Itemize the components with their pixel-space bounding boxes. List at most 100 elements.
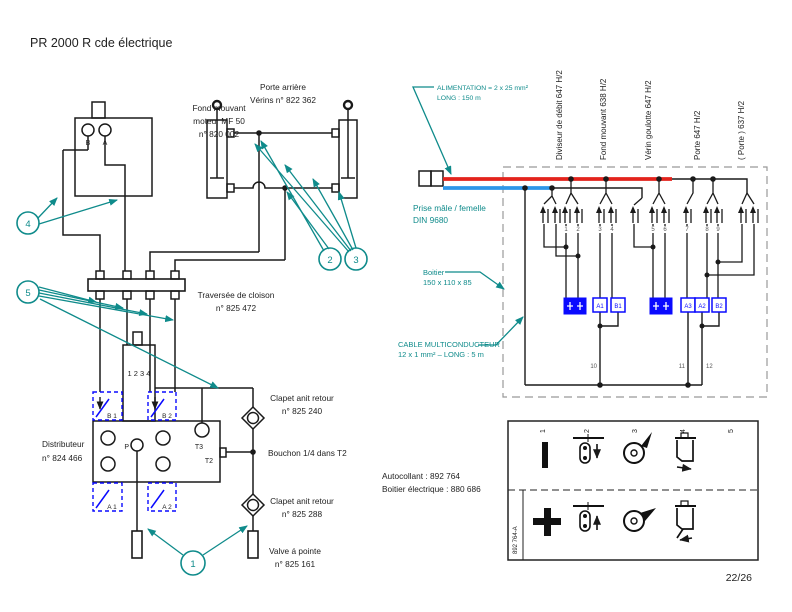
circuit-label-4: Porte 647 H/2 [693,110,702,160]
port-t3-label: T3 [195,444,203,451]
wheel-flag-down-icon [623,432,652,464]
coil-label-a1: A1 [596,304,604,310]
terminal-12: 12 [706,364,713,370]
legend-table: 1 2 3 4 5 892 764-A [507,420,759,561]
check2-label-1: Clapet anit retour [270,496,334,506]
conveyor-down-icon [573,434,604,464]
bulkhead-label-1: Traversée de cloison [198,290,275,300]
conveyor-up-icon [573,502,604,532]
electric-leaders [412,86,524,346]
supply-elbows [543,224,755,276]
circuit-label-5: ( Porte ) 637 H/2 [737,100,746,160]
terminal-4: 4 [610,227,614,233]
motor-port-b: B [86,140,91,147]
legend-headers: 1 2 3 4 5 [540,429,735,433]
door-label-1: Porte arrière [260,82,306,92]
callout-arrows [16,140,368,576]
wheel-flag-up-icon [623,508,656,532]
legend-col-1: 1 [540,429,547,433]
enclosure-box [502,166,768,398]
sticker-label: Autocollant : 892 764 [382,471,460,481]
terminal-numbers: 1 2 3 4 5 6 7 8 9 10 11 12 [564,227,720,370]
port-b1-label: B 1 [107,413,117,420]
terminal-9: 9 [716,227,720,233]
callout-2: 2 [327,255,332,266]
box-label-2: 150 x 110 x 85 [423,278,472,287]
coil-label-b2: B2 [715,304,723,310]
terminal-3: 3 [598,227,602,233]
supply-label-2: LONG : 150 m [437,95,481,102]
legend-col-5: 5 [728,429,735,433]
cross-icon [533,508,561,536]
motor-label-1: Fond mouvant [192,103,246,113]
bulkhead-symbol [87,270,186,392]
motor-label-2: moteur MF 50 [193,116,245,126]
contact-arrowheads [540,206,756,213]
port-b2-label: B 2 [162,413,172,420]
callout-4: 4 [25,219,30,230]
legend-row1-symbols [542,432,696,472]
terminal-6: 6 [663,227,667,233]
circuit-label-1: Diviseur de débit 647 H/2 [555,70,564,160]
needle-label-2: n° 825 161 [275,559,316,569]
ebox-label: Boitier électrique : 880 686 [382,484,481,494]
spool-numbers: 1 2 3 4 [128,369,151,378]
callout-1: 1 [190,559,195,570]
check1-label-1: Clapet anit retour [270,393,334,403]
door-cylinders [149,99,358,271]
port-t2-label: T2 [205,458,213,465]
supply-label-1: ALIMENTATION = 2 x 25 mm² [437,85,529,92]
bar-icon [542,442,548,468]
cable-label-1: CABLE MULTICONDUCTEUR [398,340,501,349]
hydraulic-labels: Fond mouvant moteur MF 50 n° 820 002 B A… [25,82,358,570]
legend-col-2: 2 [584,429,591,433]
contact-arrows [542,212,754,223]
electric-labels: ALIMENTATION = 2 x 25 mm² LONG : 150 m P… [382,85,529,494]
motor-label-3: n° 820 002 [199,129,240,139]
legend-col-3: 3 [632,429,639,433]
page-title: PR 2000 R cde électrique [30,36,172,50]
plug-label-1: Prise mâle / femelle [413,203,486,213]
pilot-boxes [92,391,177,512]
contact-bars [547,209,759,223]
coil-label-a3: A3 [684,304,692,310]
check2-label-2: n° 825 288 [282,509,323,519]
coil-drops [565,224,719,298]
electric-diagram: A1 B1 A3 A2 B2 1 2 3 4 5 6 7 8 9 10 11 1… [382,70,768,494]
port-a2-label: A 2 [162,504,172,511]
terminal-2: 2 [576,227,580,233]
check1-label-2: n° 825 240 [282,406,323,416]
legend-col-4: 4 [680,429,687,433]
legend-row2-symbols [533,500,696,543]
distributor-label-2: n° 824 466 [42,453,83,463]
coil-label-a2: A2 [698,304,706,310]
port-a1-label: A 1 [107,504,117,511]
hopper-return-icon [675,500,696,543]
motor-port-a: A [103,140,108,147]
legend-side-label: 892 764-A [513,526,519,554]
motor-hoses [62,136,126,271]
din-plug-symbol [418,170,444,187]
callout-5: 5 [25,288,30,299]
page-number: 22/26 [726,572,752,584]
door-label-2: Vérins n° 822 362 [250,95,316,105]
circuit-label-2: Fond mouvant 638 H/2 [599,78,608,160]
return-rail [524,188,720,386]
cable-label-2: 12 x 1 mm² – LONG : 5 m [398,350,484,359]
coil-boxes: A1 B1 A3 A2 B2 [563,297,727,315]
terminal-1: 1 [564,227,568,233]
circuit-label-3: Vérin goulotte 647 H/2 [644,80,653,160]
terminal-5: 5 [651,227,655,233]
valve-chain [131,388,266,559]
junction-dots [522,176,721,388]
distributor-label-1: Distributeur [42,439,85,449]
plug-t2-label: Bouchon 1/4 dans T2 [268,448,347,458]
coil-label-b1: B1 [614,304,622,310]
pilot-box-marks [95,397,165,509]
terminal-7: 7 [685,227,689,233]
hopper-tilt-icon [675,432,696,472]
circuit-labels: Diviseur de débit 647 H/2 Fond mouvant 6… [555,70,746,160]
bulkhead-label-2: n° 825 472 [216,303,257,313]
